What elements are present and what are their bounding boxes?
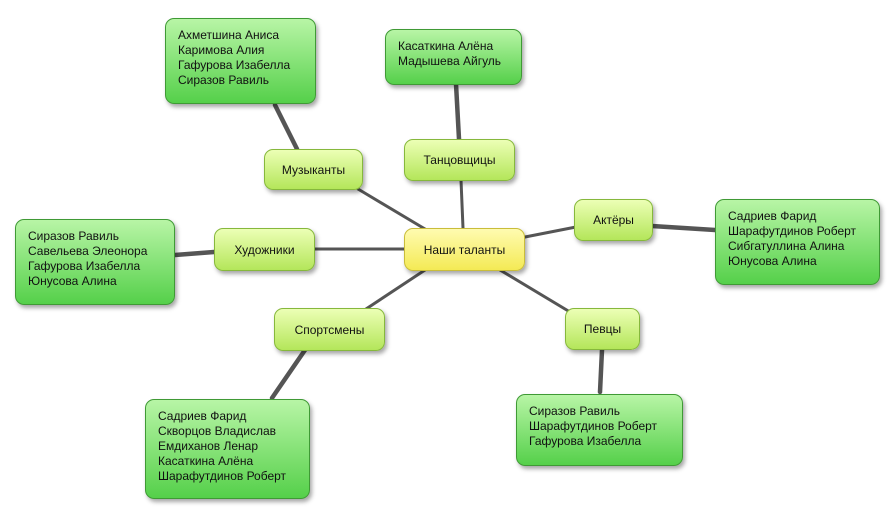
list-item: Сиразов Равиль — [178, 73, 269, 87]
list-item: Мадышева Айгуль — [398, 54, 502, 68]
category-athletes[interactable]: Спортсмены — [274, 308, 385, 351]
link-dancers-list — [453, 81, 462, 142]
list-item: Гафурова Изабелла — [178, 58, 291, 72]
link-athletes-list — [269, 347, 308, 401]
list-artists[interactable]: Сиразов Равиль Савельева Элеонора Гафуро… — [15, 219, 175, 305]
list-item: Касаткина Алёна — [158, 454, 254, 468]
list-singers[interactable]: Сиразов Равиль Шарафутдинов Роберт Гафур… — [516, 394, 683, 466]
category-label: Спортсмены — [294, 322, 365, 337]
list-athletes[interactable]: Садриев Фарид Скворцов Владислав Емдихан… — [145, 399, 310, 499]
category-dancers[interactable]: Танцовщицы — [404, 139, 515, 181]
list-musicians[interactable]: Ахметшина Аниса Каримова Алия Гафурова И… — [165, 18, 316, 104]
list-item: Гафурова Изабелла — [28, 259, 141, 273]
list-item: Шарафутдинов Роберт — [529, 419, 658, 433]
link-singers-list — [597, 347, 605, 395]
list-dancers[interactable]: Касаткина Алёна Мадышева Айгуль — [385, 29, 522, 85]
list-item: Шарафутдинов Роберт — [728, 224, 857, 238]
list-item: Юнусова Алина — [28, 274, 117, 288]
list-item: Шарафутдинов Роберт — [158, 469, 287, 483]
category-actors[interactable]: Актёры — [574, 199, 653, 241]
list-item: Юнусова Алина — [728, 254, 817, 268]
list-item: Касаткина Алёна — [398, 39, 494, 53]
category-label: Музыканты — [281, 162, 346, 177]
list-item: Емдиханов Ленар — [158, 439, 259, 453]
list-item: Садриев Фарид — [158, 409, 247, 423]
category-label: Танцовщицы — [423, 153, 496, 167]
list-item: Скворцов Владислав — [158, 424, 277, 438]
list-item: Сиразов Равиль — [529, 404, 620, 418]
link-musicians-list — [272, 102, 300, 152]
list-actors[interactable]: Садриев Фарид Шарафутдинов Роберт Сибгат… — [715, 199, 880, 285]
category-label: Художники — [234, 242, 295, 257]
list-item: Сиразов Равиль — [28, 229, 119, 243]
category-artists[interactable]: Художники — [214, 228, 315, 271]
link-center-musicians — [356, 187, 427, 231]
center-label: Наши таланты — [423, 242, 506, 257]
list-item: Савельева Элеонора — [28, 244, 148, 258]
link-actors-list — [649, 223, 718, 233]
link-center-singers — [498, 268, 572, 314]
link-center-actors — [523, 225, 578, 239]
list-item: Ахметшина Аниса — [178, 28, 279, 42]
list-item: Сибгатуллина Алина — [728, 239, 845, 253]
link-artists-list — [172, 249, 217, 258]
link-center-athletes — [364, 268, 427, 311]
list-item: Каримова Алия — [178, 43, 265, 57]
center-node[interactable]: Наши таланты — [404, 228, 525, 271]
category-label: Актёры — [593, 213, 634, 227]
category-singers[interactable]: Певцы — [565, 308, 640, 350]
link-center-dancers — [459, 178, 465, 230]
category-musicians[interactable]: Музыканты — [264, 149, 363, 190]
category-label: Певцы — [583, 322, 622, 336]
list-item: Садриев Фарид — [728, 209, 817, 223]
list-item: Гафурова Изабелла — [529, 434, 642, 448]
